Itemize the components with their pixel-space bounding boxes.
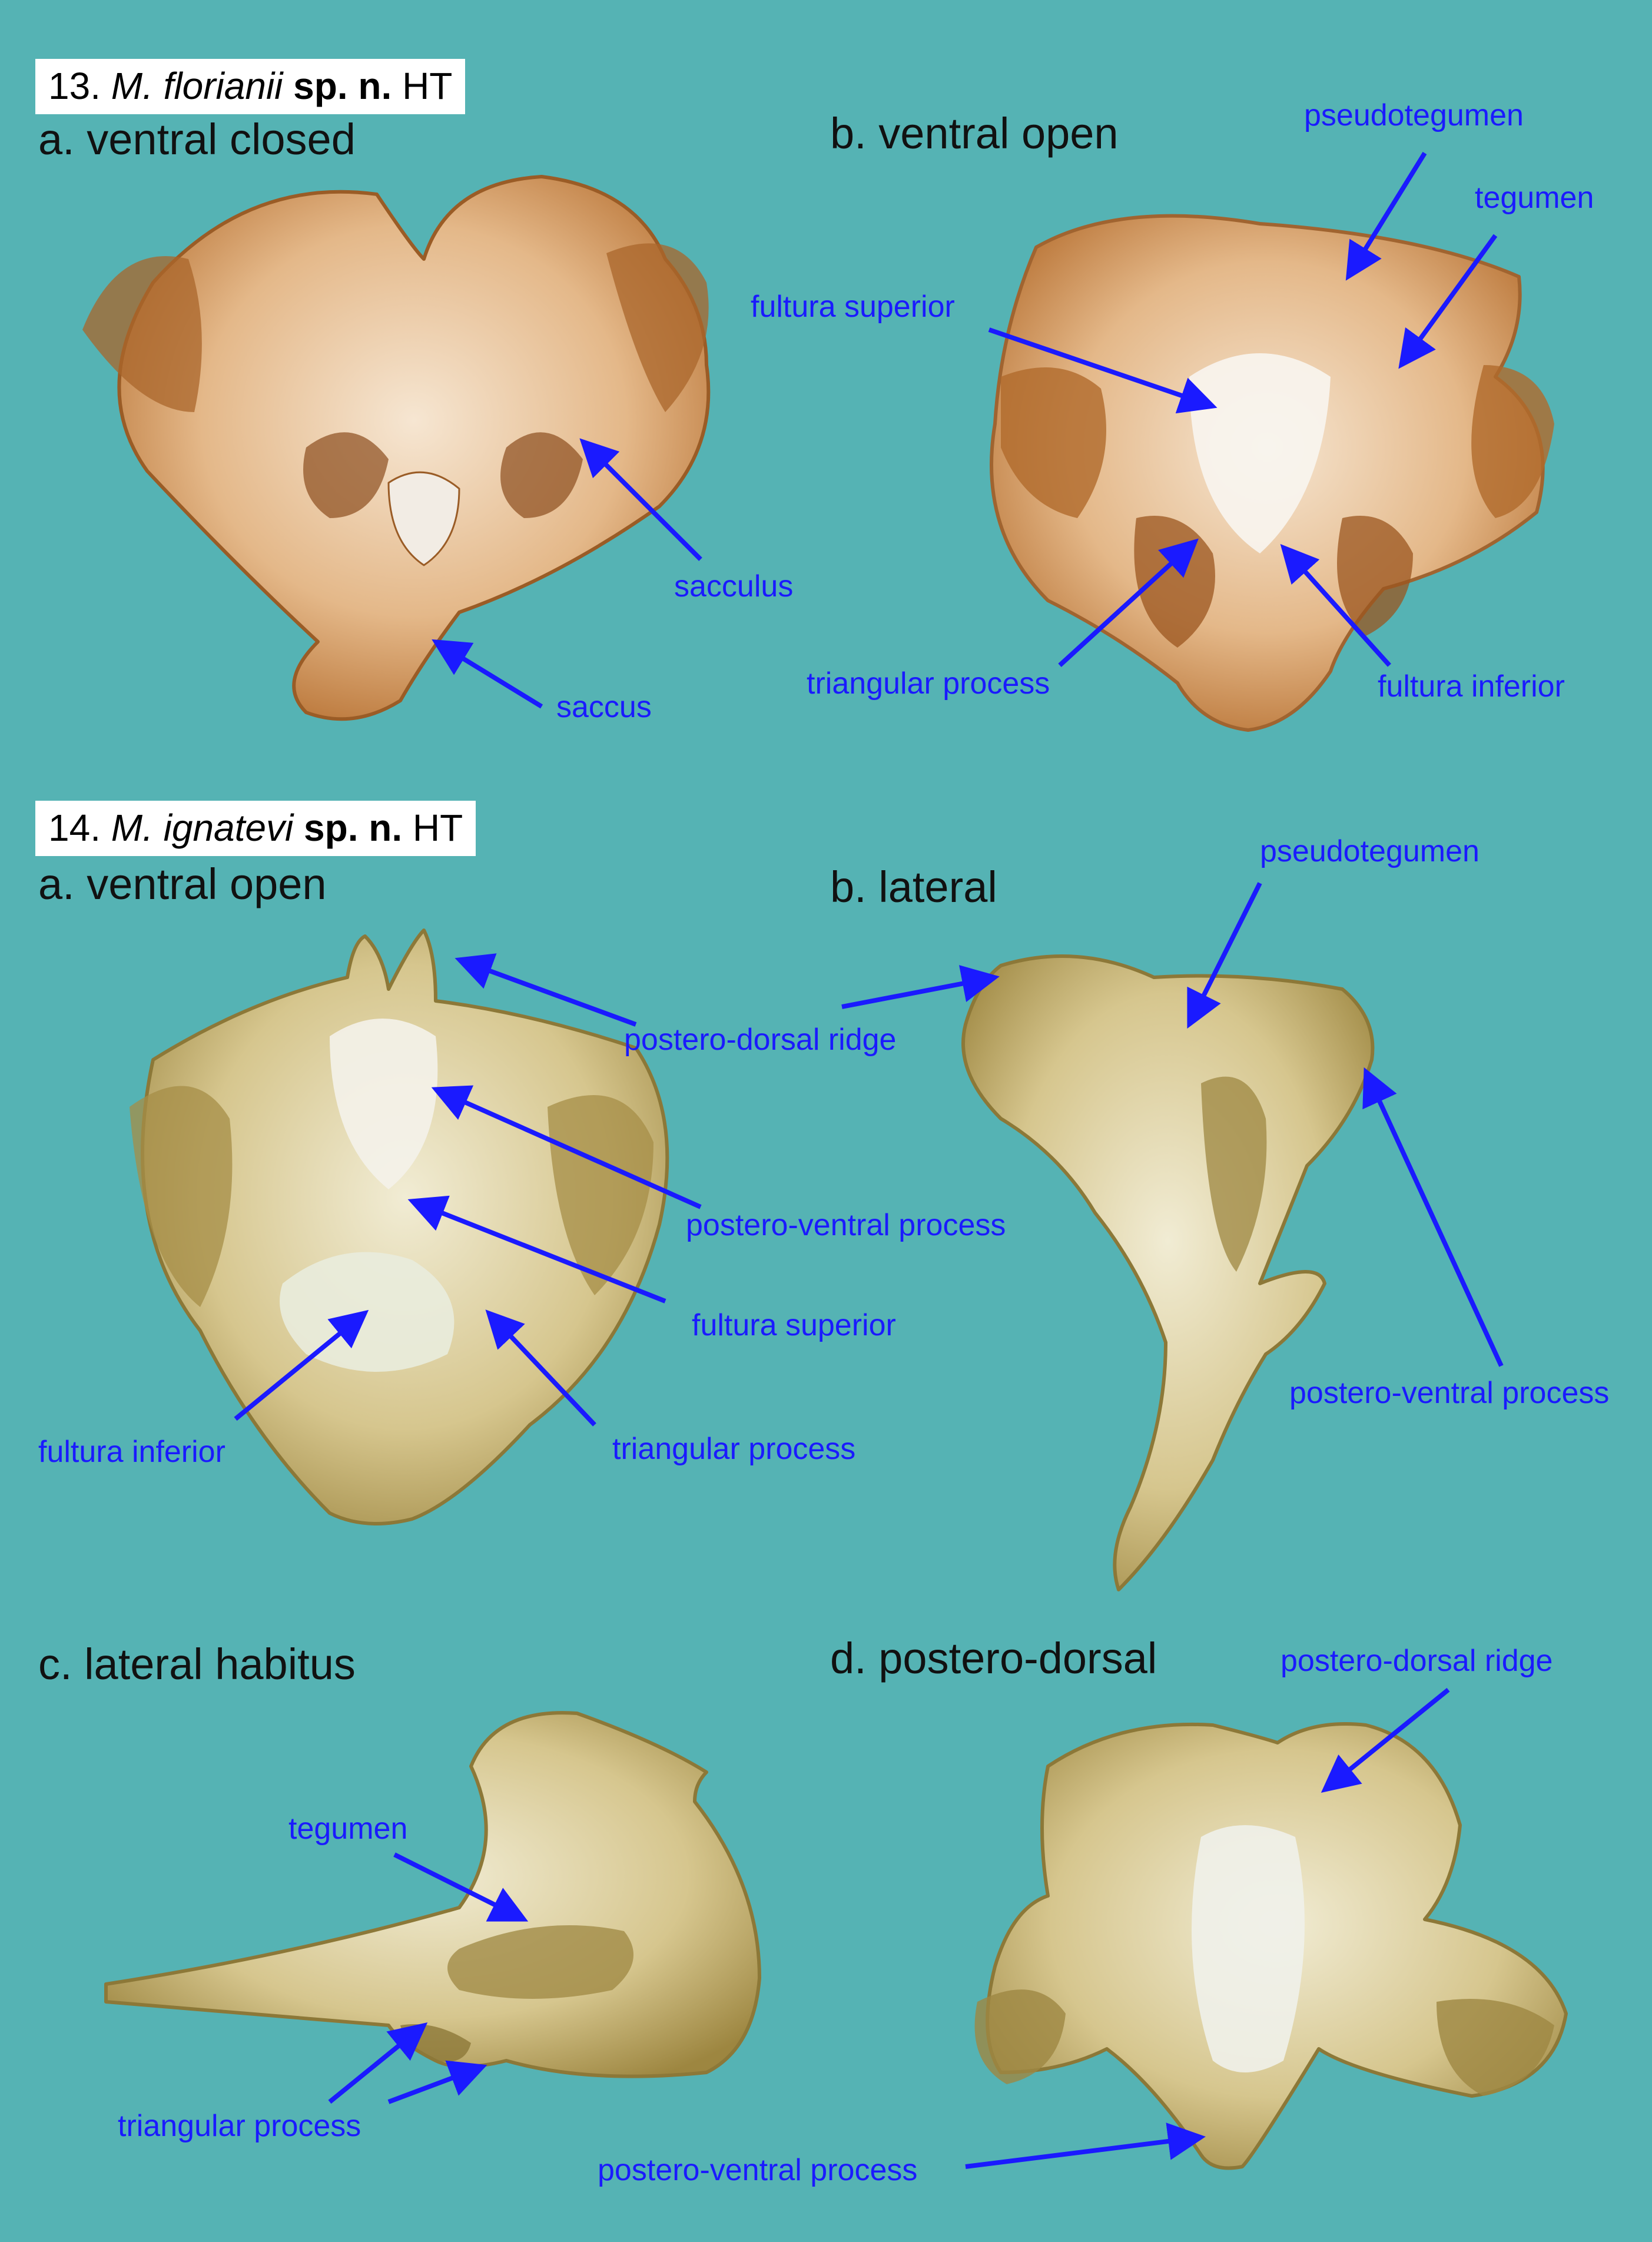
arrow-13a-sacculus <box>579 438 702 561</box>
fig14-label-pseudotegumen: pseudotegumen <box>1260 834 1479 868</box>
fig14-label-postero-ventral-process-2: postero-ventral process <box>1289 1376 1610 1410</box>
fig14-title: 14. M. ignatevi sp. n. HT <box>35 801 476 856</box>
fig14-panel-a-label: a. ventral open <box>38 860 327 908</box>
fig14-label-postero-dorsal-ridge-1: postero-dorsal ridge <box>624 1023 897 1057</box>
fig14-status: sp. n. <box>304 807 403 849</box>
fig13-genus: M. florianii <box>111 65 283 107</box>
arrow-14c-triangular-process-2 <box>387 2060 487 2104</box>
fig13-label-saccus: saccus <box>556 690 652 724</box>
arrow-14b-pseudotegumen <box>1187 882 1262 1029</box>
arrow-13a-saccus <box>432 639 543 709</box>
arrow-14c-triangular-process-1 <box>328 2022 428 2104</box>
specimen-14a <box>130 928 669 1525</box>
specimen-14d <box>974 1722 1568 2170</box>
fig14-label-postero-ventral-process-1: postero-ventral process <box>686 1208 1006 1242</box>
fig14-type: HT <box>412 807 463 849</box>
fig14-label-postero-dorsal-ridge-2: postero-dorsal ridge <box>1281 1644 1553 1678</box>
fig13-number: 13. <box>48 65 101 107</box>
arrow-14a-fultura-superior <box>407 1195 666 1304</box>
arrow-13b-triangular-process <box>1058 538 1199 667</box>
fig14-number: 14. <box>48 807 101 849</box>
fig13-label-fultura-inferior: fultura inferior <box>1378 669 1565 704</box>
fig14-label-postero-ventral-process-3: postero-ventral process <box>598 2153 918 2187</box>
fig14-label-fultura-inferior: fultura inferior <box>38 1435 225 1469</box>
arrow-14c-tegumen <box>393 1852 529 1922</box>
fig14-label-triangular-process-1: triangular process <box>612 1432 856 1466</box>
fig14-label-triangular-process-2: triangular process <box>118 2109 361 2143</box>
fig13-panel-a-label: a. ventral closed <box>38 115 356 164</box>
arrow-14a-fultura-inferior <box>234 1309 369 1421</box>
fig13-type: HT <box>402 65 453 107</box>
arrow-14a-triangular-process <box>485 1309 596 1427</box>
arrow-14d-postero-dorsal-ridge <box>1321 1687 1450 1793</box>
arrow-14b-postero-dorsal-ridge <box>841 965 1000 1009</box>
fig14-genus: M. ignatevi <box>111 807 294 849</box>
fig13-title: 13. M. florianii sp. n. HT <box>35 59 466 114</box>
fig13-status: sp. n. <box>293 65 392 107</box>
arrow-14a-postero-ventral-process <box>431 1085 702 1209</box>
arrow-13b-fultura-superior <box>988 327 1218 414</box>
arrow-13b-tegumen <box>1398 234 1498 369</box>
fig14-panel-c-label: c. lateral habitus <box>38 1640 356 1689</box>
fig13-label-fultura-superior: fultura superior <box>751 290 955 324</box>
arrow-14a-postero-dorsal-ridge <box>455 953 637 1027</box>
fig14-panel-d-label: d. postero-dorsal <box>830 1634 1157 1683</box>
arrow-14d-postero-ventral-process <box>965 2122 1206 2169</box>
fig13-label-tegumen: tegumen <box>1475 181 1594 215</box>
fig13-label-triangular-process: triangular process <box>807 666 1050 701</box>
arrow-13b-pseudotegumen <box>1345 151 1427 281</box>
arrow-13b-fultura-inferior <box>1280 544 1391 667</box>
specimen-14b <box>961 954 1375 1591</box>
specimen-13a <box>82 175 711 721</box>
fig13-label-pseudotegumen: pseudotegumen <box>1304 98 1524 132</box>
fig14-panel-b-label: b. lateral <box>830 863 997 911</box>
fig14-label-fultura-superior: fultura superior <box>692 1308 896 1342</box>
specimen-14c <box>104 1711 761 2078</box>
fig13-panel-b-label: b. ventral open <box>830 109 1119 158</box>
arrow-14b-postero-ventral-process <box>1362 1067 1504 1367</box>
fig14-label-tegumen: tegumen <box>288 1812 408 1846</box>
fig13-label-sacculus: sacculus <box>674 569 794 603</box>
